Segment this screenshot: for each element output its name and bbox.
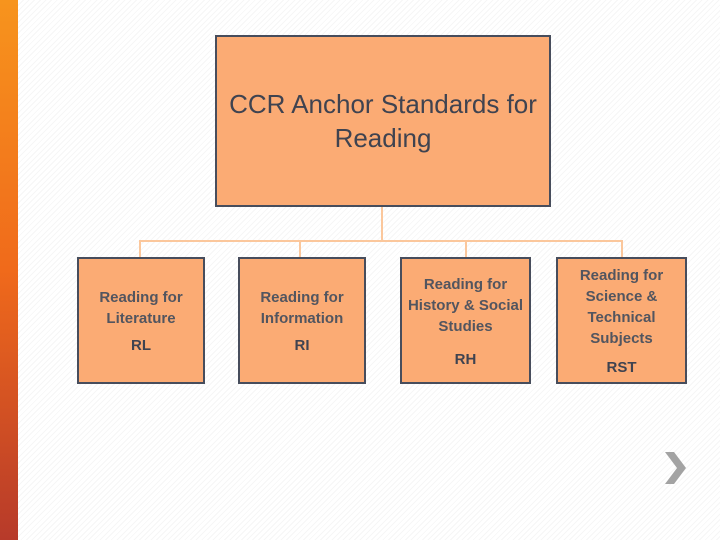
accent-side-bar [0, 0, 18, 540]
node-label: Reading for Science & Technical Subjects [579, 267, 664, 347]
node-code: RH [454, 350, 477, 368]
node-reading-history: Reading for History & Social Studies RH [400, 257, 531, 384]
root-node: CCR Anchor Standards for Reading [215, 35, 551, 207]
node-label: Reading for Information [260, 289, 344, 327]
node-code: RL [131, 337, 151, 354]
node-code: RI [294, 337, 310, 354]
chevron-right-icon[interactable] [662, 450, 688, 486]
node-label: Reading for Literature [99, 289, 183, 327]
root-title: CCR Anchor Standards for Reading [229, 89, 537, 153]
node-label: Reading for History & Social Studies [407, 275, 524, 335]
node-reading-science: Reading for Science & Technical Subjects… [556, 257, 687, 384]
node-reading-information: Reading for Information RI [238, 257, 366, 384]
node-code: RST [606, 359, 637, 376]
node-reading-literature: Reading for Literature RL [77, 257, 205, 384]
